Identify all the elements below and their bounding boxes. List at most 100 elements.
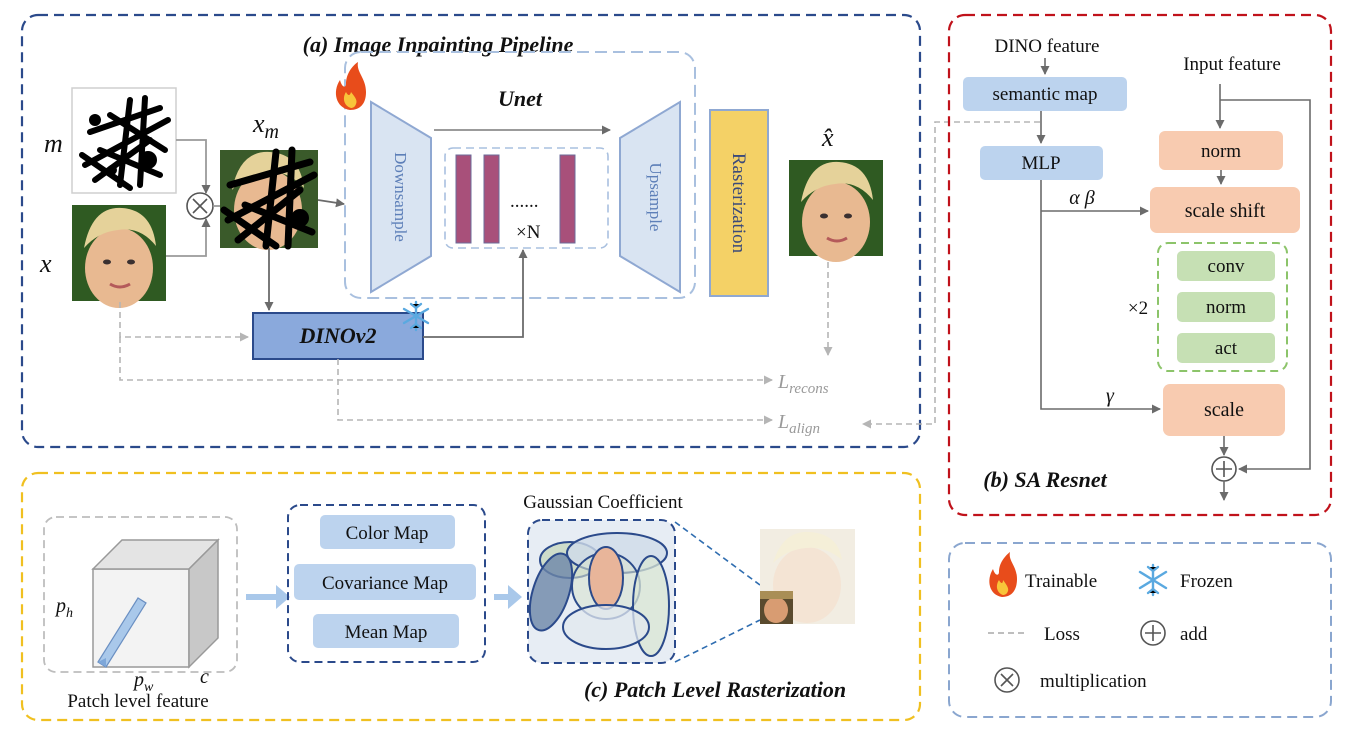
covariance-map-label: Covariance Map xyxy=(322,573,448,594)
panel-b-title: (b) SA Resnet xyxy=(983,467,1107,492)
feature-bar-2 xyxy=(483,154,500,244)
panel-a-border xyxy=(20,13,922,449)
panel-a-title: (a) Image Inpainting Pipeline xyxy=(303,32,574,57)
legend-loss: Loss xyxy=(1044,624,1080,645)
color-map-block xyxy=(320,515,455,549)
scale-label: scale xyxy=(1204,399,1244,421)
arrow-dino-to-unet xyxy=(423,249,528,338)
semantic-map-block xyxy=(963,77,1127,111)
unet-title: Unet xyxy=(498,86,543,111)
panel-c-title: (c) Patch Level Rasterization xyxy=(584,677,846,702)
gamma-label: γ xyxy=(1106,385,1115,407)
feature-bar-1 xyxy=(455,154,472,244)
masked-face-image xyxy=(220,146,318,250)
mask-image xyxy=(71,87,177,194)
legend-add: add xyxy=(1180,624,1208,645)
color-map-label: Color Map xyxy=(346,523,429,544)
feature-bars-container xyxy=(444,147,609,249)
zoom-line-top xyxy=(674,521,761,586)
unet-container xyxy=(344,51,696,299)
downsample-block xyxy=(370,100,432,294)
multiply-node xyxy=(186,192,214,220)
legend-frozen: Frozen xyxy=(1180,571,1233,592)
output-face-image xyxy=(789,160,883,262)
fire-icon xyxy=(335,62,366,110)
upsample-block xyxy=(619,100,681,294)
panel-sa-resnet: DINO feature Input feature semantic map … xyxy=(947,13,1333,517)
scale-block xyxy=(1163,384,1285,436)
ph-label: ph xyxy=(54,595,73,621)
loss-align-label: Lalign xyxy=(777,411,820,437)
dino-feature-label: DINO feature xyxy=(995,36,1100,57)
loss-arrow-semantic xyxy=(862,121,1040,429)
downsample-label: Downsample xyxy=(391,152,410,242)
arrow-mlp-to-scale xyxy=(1040,180,1161,414)
feature-cube xyxy=(91,538,220,669)
loss-recons-label: Lrecons xyxy=(777,371,829,397)
gaussian-label: Gaussian Coefficient xyxy=(523,492,683,513)
norm-inner-label: norm xyxy=(1206,297,1246,318)
maps-container xyxy=(287,504,486,663)
arrow-to-gaussian xyxy=(494,585,522,609)
legend-fire-icon xyxy=(989,552,1017,597)
panel-image-inpainting: (a) Image Inpainting Pipeline m x xyxy=(20,13,1040,449)
covariance-map-block xyxy=(294,564,476,600)
norm-block xyxy=(1159,131,1283,170)
norm-inner-block xyxy=(1177,292,1275,322)
add-node xyxy=(1211,456,1237,482)
arrow-to-maps xyxy=(246,585,290,609)
mask-label: m xyxy=(44,129,63,158)
loss-arrow-align xyxy=(337,359,773,425)
legend: Trainable Frozen Loss add multiplication xyxy=(948,542,1332,718)
act-block xyxy=(1177,333,1275,363)
upsample-label: Upsample xyxy=(646,163,665,232)
legend-multiply-icon xyxy=(994,667,1020,693)
panel-b-border xyxy=(947,13,1333,517)
patch-feature-label: Patch level feature xyxy=(67,691,208,712)
panel-c-border xyxy=(20,471,922,722)
pw-label: pw xyxy=(132,669,154,695)
arrow-xm-to-unet xyxy=(317,198,345,208)
snowflake-icon xyxy=(402,300,430,332)
mlp-label: MLP xyxy=(1021,153,1060,174)
masked-label: xm xyxy=(252,109,279,143)
input-feature-label: Input feature xyxy=(1183,54,1281,75)
c-label: c xyxy=(200,666,209,688)
legend-snowflake-icon xyxy=(1138,563,1168,597)
scale-shift-block xyxy=(1150,187,1300,233)
semantic-map-label: semantic map xyxy=(993,84,1098,105)
loss-arrow-recons xyxy=(119,337,773,385)
rasterization-block xyxy=(709,109,769,297)
arrow-mask-to-mul xyxy=(176,139,211,194)
output-label: x̂ xyxy=(821,123,834,152)
zoom-line-bottom xyxy=(674,619,761,663)
dinov2-label: DINOv2 xyxy=(299,323,377,348)
act-label: act xyxy=(1215,338,1238,359)
conv-group-container xyxy=(1157,242,1288,372)
scale-shift-label: scale shift xyxy=(1185,200,1266,222)
patch-feature-container xyxy=(43,516,238,673)
loss-arrow-x-to-dino xyxy=(119,302,249,342)
mean-map-label: Mean Map xyxy=(345,622,428,643)
alpha-beta-label: α β xyxy=(1069,187,1094,209)
mean-map-block xyxy=(313,614,459,648)
gaussian-ellipses xyxy=(527,519,676,664)
arrow-x-to-mul xyxy=(166,218,211,257)
norm-label: norm xyxy=(1201,141,1241,162)
conv-label: conv xyxy=(1208,256,1245,277)
mlp-block xyxy=(980,146,1103,180)
panel-patch-rasterization: ph pw c Patch level feature Color Map Co… xyxy=(20,471,922,722)
ellipsis-label: ...... xyxy=(510,191,539,212)
input-face-image xyxy=(72,205,166,308)
legend-multiplication: multiplication xyxy=(1040,671,1147,692)
residual-arrow xyxy=(1220,99,1311,474)
repeat-label: ×N xyxy=(516,222,541,243)
feature-bar-n xyxy=(559,154,576,244)
input-label: x xyxy=(39,249,52,278)
rasterized-face-image xyxy=(760,529,855,624)
legend-trainable: Trainable xyxy=(1025,571,1097,592)
rasterization-label: Rasterization xyxy=(728,153,749,254)
conv-block xyxy=(1177,251,1275,281)
legend-add-icon xyxy=(1140,620,1166,646)
